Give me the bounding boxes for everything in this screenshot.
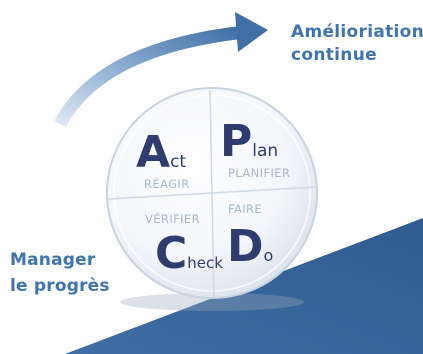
quadrant-plan: Plan PLANIFIER [220, 116, 290, 180]
improvement-line-1: Amélioriation [291, 22, 423, 42]
check-rest: heck [187, 254, 223, 272]
do-initial: D [227, 221, 264, 272]
act-initial: A [136, 127, 170, 178]
manage-line-1: Manager [10, 250, 96, 270]
improvement-arrow-head [235, 12, 268, 52]
act-rest: ct [170, 152, 186, 172]
svg-text:Check: Check [155, 228, 223, 279]
plan-initial: P [220, 116, 252, 167]
quadrant-check: VÉRIFIER Check [145, 211, 223, 279]
do-rest: o [264, 246, 274, 265]
improvement-arrow [54, 25, 246, 128]
check-initial: C [155, 228, 187, 279]
check-french-label: VÉRIFIER [145, 211, 200, 226]
plan-rest: lan [252, 141, 278, 161]
improvement-line-2: continue [291, 45, 377, 65]
wheel-divider-horizontal [107, 186, 317, 200]
svg-text:Plan: Plan [220, 116, 278, 167]
svg-text:Do: Do [227, 221, 273, 272]
quadrant-act: Act RÉAGIR [136, 127, 190, 191]
act-french-label: RÉAGIR [144, 176, 190, 191]
do-french-label: FAIRE [228, 202, 262, 216]
continuous-improvement-label: Amélioriation continue [291, 21, 423, 67]
svg-text:Act: Act [136, 127, 186, 178]
plan-french-label: PLANIFIER [228, 166, 290, 180]
manage-line-2: le progrès [10, 276, 110, 296]
quadrant-do: FAIRE Do [227, 202, 273, 272]
manage-progress-label: Manager le progrès [10, 247, 110, 299]
